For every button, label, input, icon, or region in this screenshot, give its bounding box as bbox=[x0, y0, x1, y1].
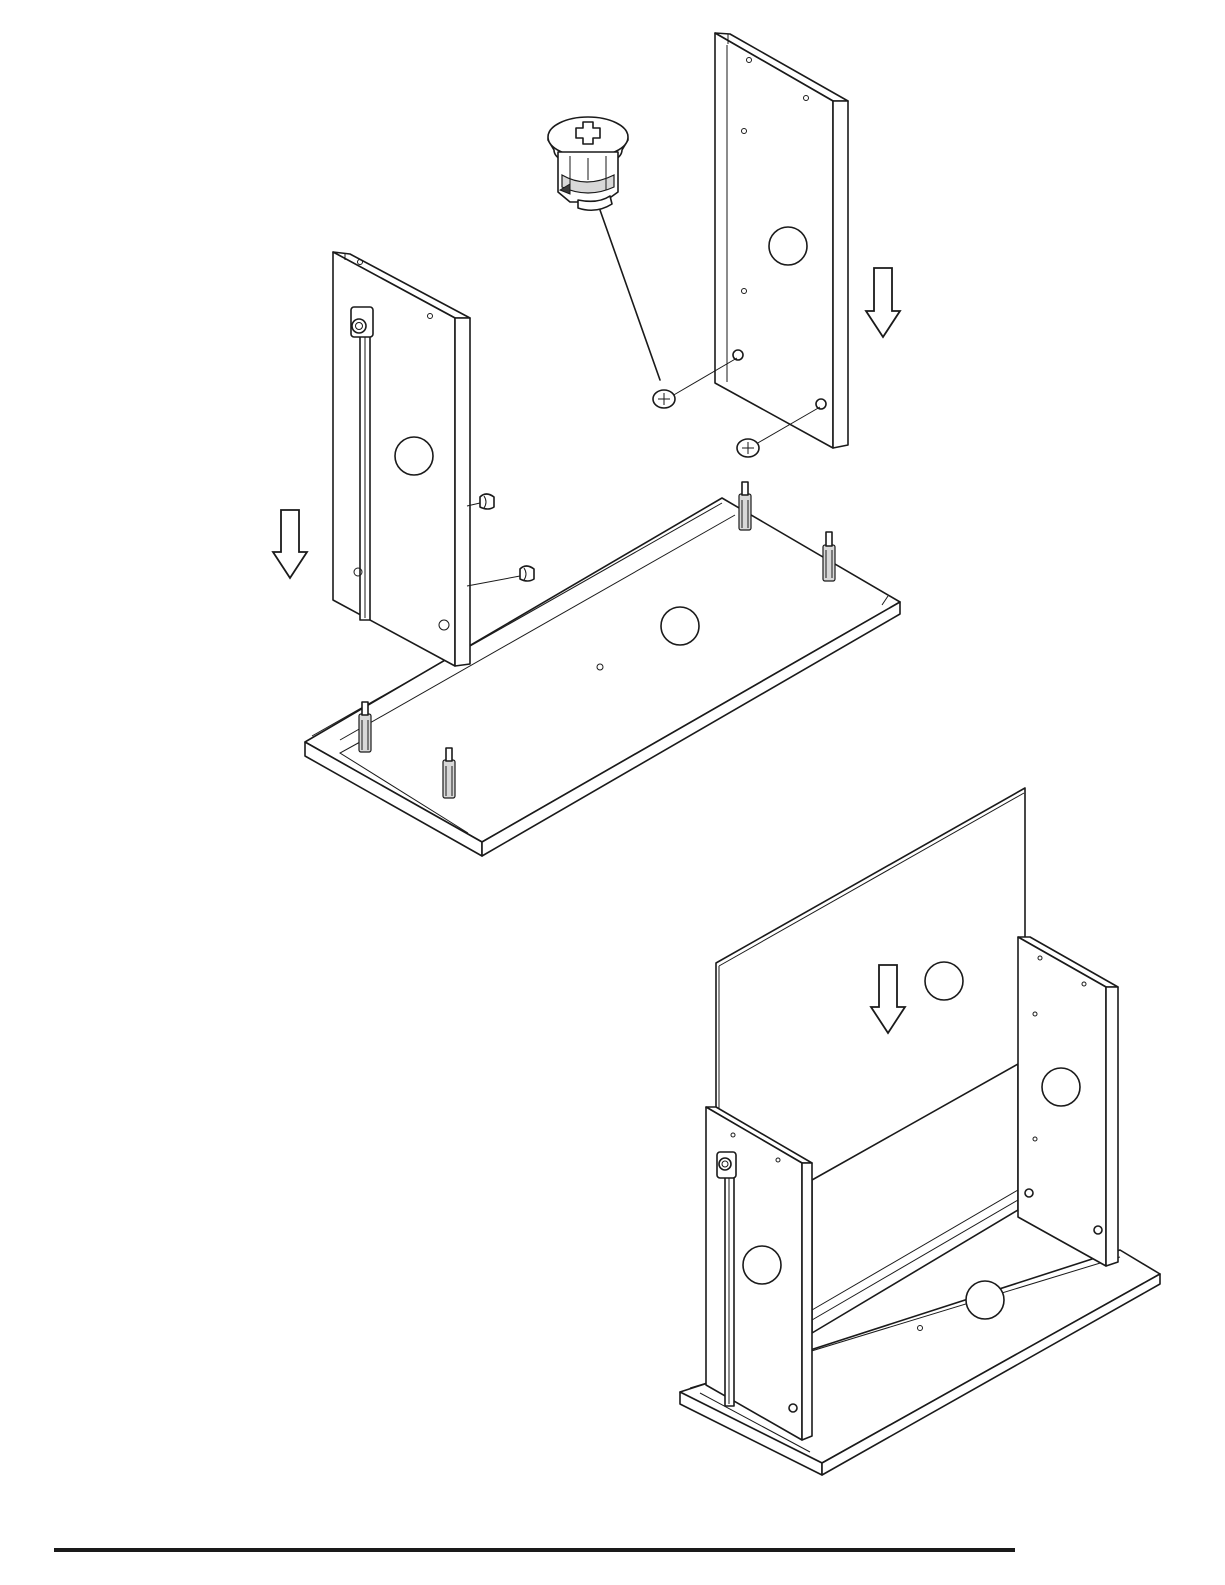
wooden-dowel bbox=[823, 532, 835, 581]
cam-lock-magnified bbox=[548, 117, 660, 380]
left-side-panel bbox=[706, 1107, 812, 1440]
wooden-dowel bbox=[739, 482, 751, 530]
right-side-panel bbox=[715, 33, 848, 448]
part-label-circle bbox=[395, 437, 433, 475]
part-label-circle bbox=[661, 607, 699, 645]
part-label-circle bbox=[769, 227, 807, 265]
cam-lock bbox=[467, 494, 494, 509]
down-arrow bbox=[866, 268, 900, 337]
back-panel-step bbox=[680, 788, 1160, 1475]
right-side-panel bbox=[1018, 937, 1118, 1266]
part-label-circle bbox=[1042, 1068, 1080, 1106]
part-label-circle bbox=[966, 1281, 1004, 1319]
part-label-circle bbox=[743, 1246, 781, 1284]
down-arrow bbox=[273, 510, 307, 578]
cam-lock bbox=[467, 566, 534, 586]
exploded-assembly-step bbox=[273, 33, 900, 856]
part-label-circle bbox=[925, 962, 963, 1000]
left-side-panel bbox=[333, 252, 470, 666]
